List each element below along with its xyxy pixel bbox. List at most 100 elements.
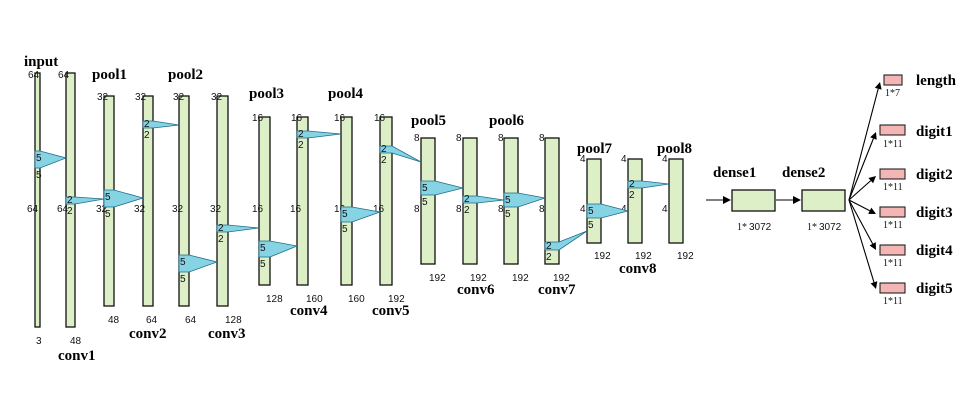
output-title-digit1: digit1 [916,124,953,140]
arrowhead [793,196,801,204]
kernel-shape-conv3 [178,254,219,273]
kernel-size-a-conv2: 5 [105,192,111,203]
kernel-pool6: 22 [462,194,505,216]
output-title-digit2: digit2 [916,167,953,183]
layer-top-size-conv1: 64 [58,70,70,81]
layer-top-size-pool7: 4 [580,154,586,165]
kernel-shape-conv4 [258,240,299,258]
layer-title-pool8: pool8 [657,141,692,157]
layer-side-size-conv1: 64 [57,204,69,215]
kernel-pool7: 22 [544,230,588,263]
layer-bar-pool2 [178,95,190,307]
layer-title-conv8: conv8 [619,261,657,277]
layer-title-pool6: pool6 [489,113,525,129]
output-dim-digit5: 1*11 [883,296,903,307]
layer-depth-pool3: 128 [266,294,283,305]
outputs-group: length1*7digit11*11digit21*11digit31*11d… [848,73,957,307]
arrowhead [868,207,876,214]
layer-conv8: conv844192 [619,154,657,277]
kernel-conv5: 55 [340,206,382,235]
layer-bar-conv4 [296,116,309,286]
layer-side-size-conv5: 16 [373,204,385,215]
kernel-size-a-pool6: 2 [464,194,470,205]
layer-side-size-conv8: 4 [621,204,627,215]
kernel-size-a-pool8: 2 [629,179,635,190]
layer-title-pool1: pool1 [92,67,127,83]
kernel-size-b-pool4: 2 [298,140,304,151]
kernel-shape-conv7 [503,192,546,208]
kernel-size-a-conv3: 5 [180,257,186,268]
kernel-pool3: 22 [216,223,260,245]
kernel-size-b-conv6: 5 [422,197,428,208]
kernel-shape-conv2 [103,189,145,208]
output-dim-digit3: 1*11 [883,220,903,231]
arrowhead [870,132,877,140]
layer-top-size-pool8: 4 [662,154,668,165]
kernel-size-b-conv1: 5 [36,170,42,181]
layer-top-size-pool6: 8 [498,133,504,144]
layer-side-size-pool2: 32 [172,204,184,215]
arrowhead [870,281,878,289]
kernel-size-b-pool1: 2 [67,206,73,217]
kernel-conv6: 55 [420,180,464,208]
layer-top-size-pool5: 8 [414,133,420,144]
output-arrow-digit2 [848,180,872,201]
kernel-conv7: 55 [503,192,546,220]
kernel-size-a-conv6: 5 [422,183,428,194]
layer-bar-pool8 [668,158,684,244]
kernel-size-a-conv5: 5 [342,209,348,220]
kernel-size-b-conv5: 5 [342,224,348,235]
layer-depth-pool8: 192 [677,251,694,262]
layer-bar-pool3 [258,116,271,286]
output-arrow-digit1 [848,138,874,201]
layer-bar-conv5 [379,116,393,286]
kernel-size-a-conv4: 5 [260,243,266,254]
layer-bar-pool7 [586,158,602,244]
layer-title-conv4: conv4 [290,303,328,319]
arrowhead [723,196,731,204]
layer-depth-conv6: 192 [470,273,487,284]
arrowhead [868,176,876,184]
kernel-size-b-conv4: 5 [260,259,266,270]
kernel-shape-conv8 [586,203,630,219]
layer-depth-conv5: 192 [388,294,405,305]
layer-bar-conv2 [142,95,154,307]
layer-title-pool7: pool7 [577,141,613,157]
layer-depth-pool1: 48 [108,315,120,326]
kernel-size-b-pool8: 2 [629,190,635,201]
output-arrow-digit5 [848,199,875,283]
dense-dim-dense1: 1*3072 [737,222,772,233]
kernel-pool1: 22 [65,195,105,217]
kernel-conv2: 55 [103,189,145,220]
output-arrow-digit3 [848,199,871,212]
layer-top-size-input: 64 [28,70,40,81]
kernel-shape-pool1 [65,196,105,205]
layer-title-conv6: conv6 [457,282,495,298]
layer-side-size-conv4: 16 [290,204,302,215]
layer-side-size-input: 64 [27,204,39,215]
kernel-size-a-pool7: 2 [546,241,552,252]
layer-bar-input [34,72,41,328]
output-box-digit4 [879,244,906,256]
layer-depth-pool4: 160 [348,294,365,305]
output-title-digit4: digit4 [916,243,953,259]
output-box-digit3 [879,206,906,218]
layer-bar-conv8 [627,158,643,244]
output-digit4: digit4 1*11 [848,199,953,269]
layer-bar-pool4 [340,116,353,286]
dense-arrow-1 [706,196,731,204]
